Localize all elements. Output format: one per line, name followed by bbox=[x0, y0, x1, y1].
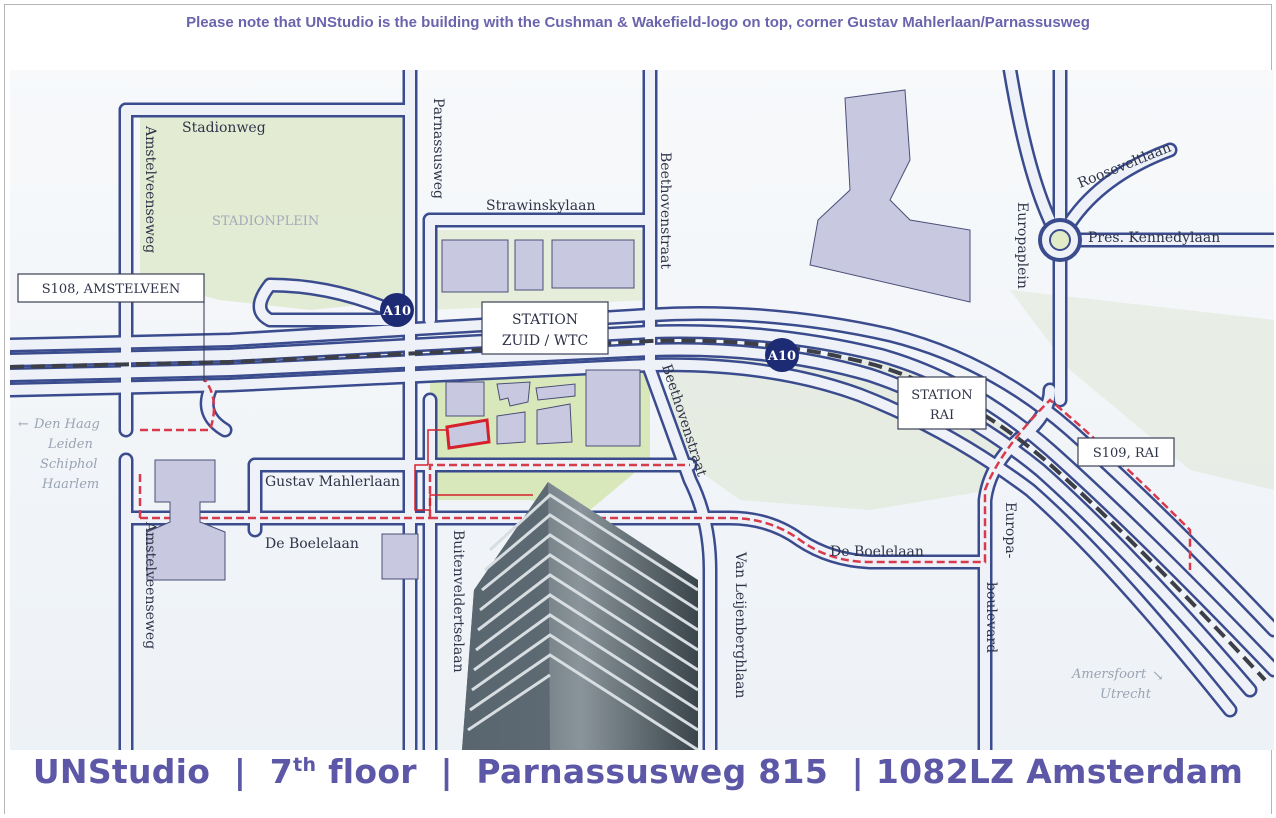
street-gustav-mahlerlaan: Gustav Mahlerlaan bbox=[265, 474, 400, 490]
street-boelelaan-east: De Boelelaan bbox=[830, 544, 924, 560]
street-amstelveenseweg-north: Amstelveenseweg bbox=[142, 125, 158, 253]
direction-den-haag: Den Haag bbox=[33, 417, 100, 432]
street-van-leijenberghlaan: Van Leijenberghlaan bbox=[732, 551, 748, 698]
highway-badge-label: A10 bbox=[767, 349, 796, 364]
street-parnassusweg: Parnassusweg bbox=[430, 98, 446, 199]
direction-leiden: Leiden bbox=[47, 437, 93, 452]
arrow-west-icon: ← bbox=[18, 417, 29, 432]
station-rai-line2: RAI bbox=[930, 408, 954, 423]
station-zuid-line1: STATION bbox=[512, 312, 578, 328]
highway-badge-a10-east: A10 bbox=[765, 338, 799, 372]
roundabout bbox=[1038, 218, 1082, 262]
area-stadionplein: STADIONPLEIN bbox=[212, 214, 319, 229]
route-map: A10 A10 S108, AMSTELVEEN STATION ZUID / … bbox=[10, 70, 1274, 750]
railway-line bbox=[10, 338, 1267, 682]
floor-number: 7 bbox=[269, 752, 294, 791]
street-address: Parnassusweg 815 bbox=[476, 752, 829, 791]
floor-suffix: th bbox=[293, 754, 317, 776]
location-notice: Please note that UNStudio is the buildin… bbox=[186, 14, 1090, 31]
direction-haarlem: Haarlem bbox=[41, 477, 99, 492]
street-buitenveldertselaan: Buitenveldertselaan bbox=[450, 530, 466, 673]
station-zuid-line2: ZUID / WTC bbox=[502, 333, 588, 349]
address-footer: UNStudio | 7th floor | Parnassusweg 815 … bbox=[0, 752, 1276, 791]
separator: | bbox=[233, 752, 247, 791]
street-strawinskylaan: Strawinskylaan bbox=[486, 198, 596, 214]
unstudio-tower-image bbox=[462, 482, 699, 750]
street-europaboulevard-2: boulevard bbox=[983, 582, 999, 653]
direction-west: ← Den Haag Leiden Schiphol Haarlem bbox=[18, 417, 100, 492]
direction-amersfoort: Amersfoort bbox=[1071, 667, 1147, 682]
exit-box-s109: S109, RAI bbox=[1077, 437, 1175, 467]
buildings bbox=[146, 89, 971, 581]
exit-label-s108: S108, AMSTELVEEN bbox=[42, 282, 181, 297]
direction-schiphol: Schiphol bbox=[40, 457, 97, 472]
direction-east: Amersfoort ↘ Utrecht bbox=[1071, 667, 1164, 702]
street-stadionweg: Stadionweg bbox=[182, 120, 266, 136]
exit-label-s109: S109, RAI bbox=[1093, 446, 1159, 461]
street-amstelveenseweg-south: Amstelveenseweg bbox=[142, 521, 158, 649]
station-box-rai: STATION RAI bbox=[897, 376, 987, 430]
arrow-southeast-icon: ↘ bbox=[1152, 668, 1164, 684]
company-name: UNStudio bbox=[32, 752, 211, 791]
exit-box-s108: S108, AMSTELVEEN bbox=[17, 273, 205, 382]
station-box-zuid: STATION ZUID / WTC bbox=[481, 301, 609, 355]
street-europaplein: Europaplein bbox=[1014, 202, 1030, 289]
highway-badge-a10-west: A10 bbox=[380, 293, 414, 327]
separator: | bbox=[851, 752, 865, 791]
street-beethovenstraat-north: Beethovenstraat bbox=[657, 152, 673, 269]
separator: | bbox=[440, 752, 453, 791]
floor-word: floor bbox=[328, 752, 417, 791]
highway-badge-label: A10 bbox=[382, 304, 411, 319]
unstudio-building-marker bbox=[445, 418, 491, 450]
street-kennedylaan: Pres. Kennedylaan bbox=[1088, 230, 1220, 246]
direction-utrecht: Utrecht bbox=[1100, 687, 1152, 702]
city-postcode: 1082LZ Amsterdam bbox=[875, 752, 1244, 791]
station-rai-line1: STATION bbox=[911, 388, 972, 403]
street-europaboulevard-1: Europa- bbox=[1002, 502, 1018, 559]
unstudio-callout-lines bbox=[414, 429, 533, 511]
street-boelelaan-west: De Boelelaan bbox=[265, 536, 359, 552]
